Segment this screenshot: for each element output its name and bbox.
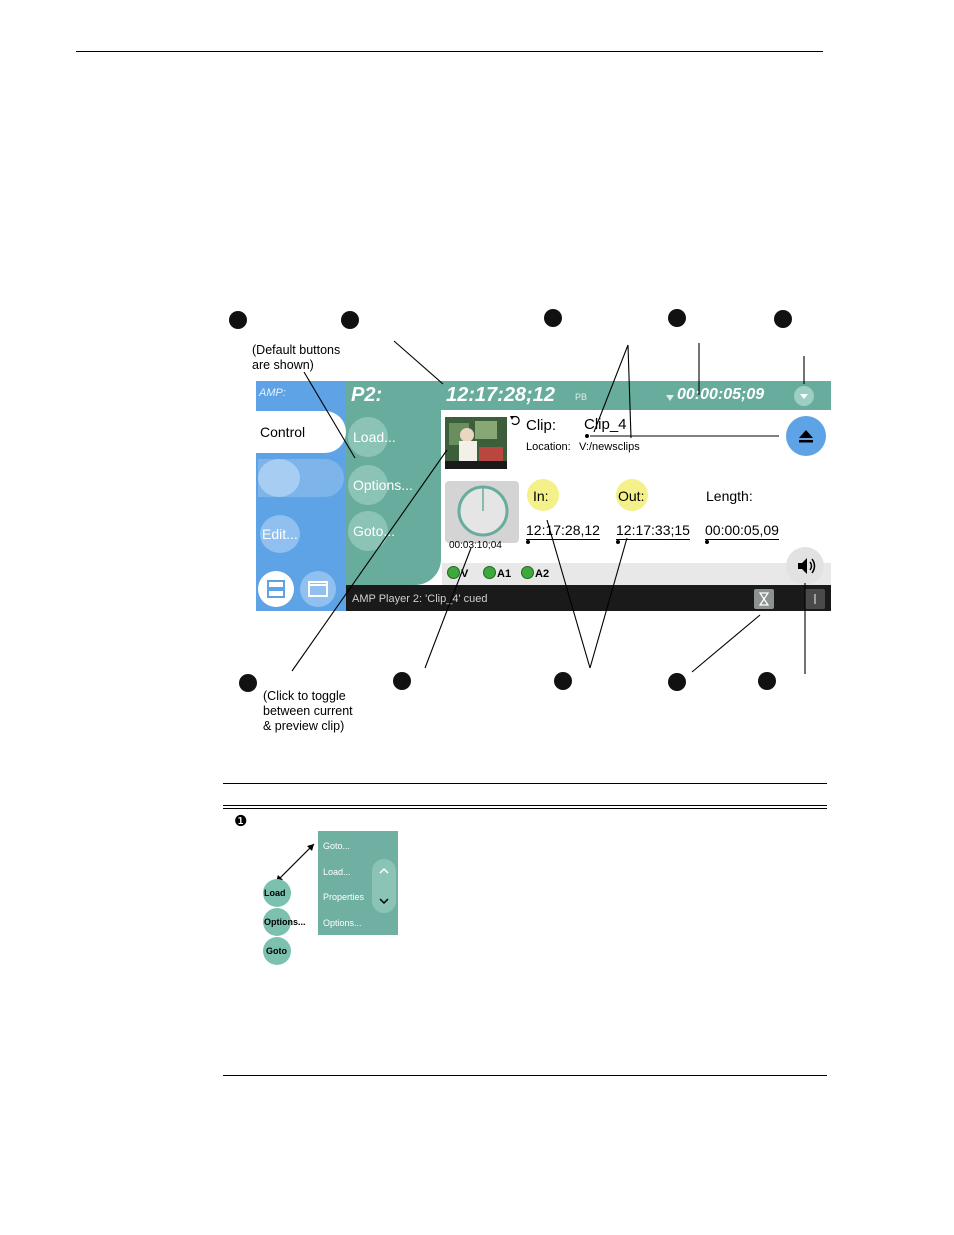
table-header-rule-2 xyxy=(223,808,827,809)
callout-marker xyxy=(774,310,792,328)
callout-marker xyxy=(668,673,686,691)
track-a1-label: A1 xyxy=(497,568,512,580)
green-led-icon xyxy=(483,566,496,579)
sync-button[interactable] xyxy=(754,589,774,609)
group-goto-label: Goto xyxy=(266,946,287,956)
track-a1[interactable]: A1 xyxy=(483,566,511,580)
green-led-icon xyxy=(521,566,534,579)
clip-thumbnail[interactable] xyxy=(445,417,507,469)
menu-item-goto[interactable]: Goto... xyxy=(323,841,351,851)
table-header-rule xyxy=(223,805,827,806)
callout-marker xyxy=(239,674,257,692)
out-timecode-field[interactable]: 12:17:33;15 xyxy=(616,522,690,540)
in-button[interactable] xyxy=(527,479,559,511)
clip-name-field[interactable]: Clip_4 xyxy=(584,416,627,433)
location-value: V:/newsclips xyxy=(579,441,640,453)
group-options-button[interactable]: Options... xyxy=(263,908,306,936)
track-a2-label: A2 xyxy=(535,568,550,580)
table-bottom-rule xyxy=(223,1075,827,1076)
callout-leader-lines xyxy=(291,340,806,674)
in-timecode-field[interactable]: 12:17:28,12 xyxy=(526,522,600,540)
tab-edit[interactable]: Edit... xyxy=(260,515,344,553)
track-a2[interactable]: A2 xyxy=(521,566,549,580)
header-bar xyxy=(346,381,831,410)
goto-button-label: Goto... xyxy=(353,523,396,539)
status-message: AMP Player 2: 'Clip_4' cued xyxy=(352,593,488,605)
tab-control-label: Control xyxy=(260,424,306,440)
clip-label: Clip: xyxy=(526,417,557,434)
video-frame-image xyxy=(445,417,507,469)
out-label: Out: xyxy=(618,488,645,504)
green-led-icon xyxy=(447,566,460,579)
options-button-label: Options... xyxy=(353,477,413,493)
default-buttons-note: (Default buttons are shown) xyxy=(252,343,341,372)
menu-item-load[interactable]: Load... xyxy=(323,867,351,877)
callout-marker xyxy=(544,309,562,327)
load-button[interactable]: Load... xyxy=(348,417,434,457)
group-load-label: Load xyxy=(264,888,286,898)
table-top-rule xyxy=(223,783,827,784)
eject-icon xyxy=(799,430,813,443)
single-layout-button[interactable] xyxy=(300,571,336,607)
single-layout-icon xyxy=(308,581,328,597)
chevron-down-icon xyxy=(800,394,808,399)
speaker-icon xyxy=(798,558,816,574)
tab-edit-circle xyxy=(260,515,300,553)
options-button-circle xyxy=(348,465,388,505)
menu-item-options[interactable]: Options... xyxy=(323,918,362,928)
length-label: Length: xyxy=(706,488,753,504)
callout-marker xyxy=(341,311,359,329)
callout-marker xyxy=(393,672,411,690)
track-v-label: V xyxy=(461,568,469,580)
amp-label: AMP: xyxy=(259,387,286,399)
channel-label: P2: xyxy=(351,384,383,406)
tab-edit-label: Edit... xyxy=(262,526,298,542)
group-options-label: Options... xyxy=(264,917,306,927)
callout-marker xyxy=(229,311,247,329)
button-menu-panel: Goto... Load... Properties Options... xyxy=(318,831,398,935)
split-layout-icon xyxy=(267,580,285,598)
location-label: Location: xyxy=(526,441,571,453)
toggle-clip-note: (Click to toggle between current & previ… xyxy=(263,689,353,733)
out-button[interactable] xyxy=(616,479,648,511)
amp-player-panel: AMP: Control Edit... P2: 12:17:28;12 PB … xyxy=(256,381,831,611)
hourglass-icon xyxy=(758,592,770,606)
position-dial[interactable] xyxy=(455,482,511,538)
in-dot xyxy=(526,540,530,544)
track-status-row xyxy=(442,563,831,585)
load-button-label: Load... xyxy=(353,429,396,445)
info-icon xyxy=(814,594,816,604)
group-goto-button[interactable]: Goto xyxy=(263,937,291,965)
eject-button[interactable] xyxy=(786,416,826,456)
out-dot xyxy=(616,540,620,544)
status-bar xyxy=(346,585,831,611)
group-load-button[interactable]: Load xyxy=(263,879,291,907)
clip-dot xyxy=(585,434,589,438)
options-button[interactable]: Options... xyxy=(348,465,434,505)
top-rule xyxy=(76,51,823,52)
menu-scroller[interactable] xyxy=(372,859,396,913)
in-label: In: xyxy=(533,488,549,504)
audio-button[interactable] xyxy=(786,547,824,585)
dropdown-button[interactable] xyxy=(794,386,814,406)
load-button-circle xyxy=(348,417,388,457)
dial-timecode: 00:03:10;04 xyxy=(449,540,502,551)
callout-marker xyxy=(758,672,776,690)
tab-blank-icon xyxy=(258,459,300,497)
timecode-display: 12:17:28;12 xyxy=(446,384,555,406)
mode-indicator: PB xyxy=(575,392,588,402)
scroll-arrows-icon xyxy=(379,867,389,905)
length-dot xyxy=(705,540,709,544)
length-timecode-field[interactable]: 00:00:05,09 xyxy=(705,522,779,540)
menu-item-properties[interactable]: Properties xyxy=(323,892,365,902)
down-arrow-icon xyxy=(666,395,674,401)
row-marker: ❶ xyxy=(234,813,248,830)
info-button[interactable] xyxy=(805,589,825,609)
toggle-clip-icon[interactable] xyxy=(509,414,521,426)
track-v[interactable]: V xyxy=(447,566,468,580)
callout-marker xyxy=(554,672,572,690)
callout-marker xyxy=(668,309,686,327)
split-layout-button[interactable] xyxy=(258,571,294,607)
